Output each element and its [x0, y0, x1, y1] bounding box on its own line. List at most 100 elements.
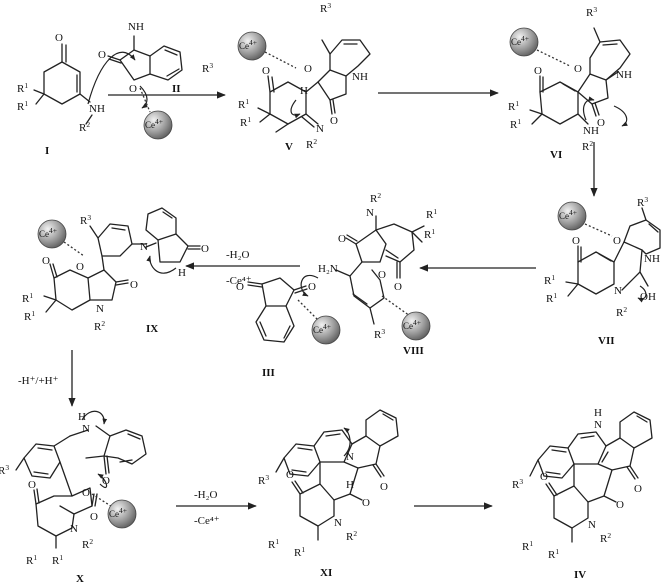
atom-R3: R3 [512, 477, 523, 491]
atom-R3: R3 [202, 61, 213, 75]
condition-minus-cerium: -Ce⁴⁺ [226, 275, 252, 287]
svg-text:Ce4+: Ce4+ [559, 208, 577, 221]
compound-IX [43, 207, 201, 313]
compound-VIII [300, 215, 425, 325]
atom-O: O [304, 63, 312, 75]
cerium-sphere: Ce4+ [311, 315, 341, 345]
compound-I [33, 43, 136, 125]
atom-H2N: H₂N [318, 263, 338, 275]
atom-R2: R2 [306, 137, 317, 151]
atom-R1: R1 [240, 115, 251, 129]
compound-label-XI: XI [320, 567, 332, 579]
svg-text:Ce4+: Ce4+ [39, 226, 57, 239]
atom-R1: R1 [508, 99, 519, 113]
compound-X [15, 410, 147, 549]
atom-R2: R2 [600, 531, 611, 545]
compound-label-VIII: VIII [403, 345, 424, 357]
atom-H: H [594, 407, 602, 419]
atom-NH: NH [583, 125, 599, 137]
compound-label-II: II [172, 83, 181, 95]
atom-OH: OH [640, 291, 656, 303]
svg-text:Ce4+: Ce4+ [403, 318, 421, 331]
atom-R2: R2 [79, 120, 90, 134]
cerium-sphere: Ce4+ [107, 499, 137, 529]
cerium-sphere: Ce4+ [401, 311, 431, 341]
atom-R3: R3 [258, 473, 269, 487]
atom-R3: R3 [374, 327, 385, 341]
compound-label-VII: VII [598, 335, 615, 347]
cerium-sphere: Ce4+ [37, 219, 67, 249]
atom-NH: NH [352, 71, 368, 83]
atom-R3: R3 [586, 5, 597, 19]
atom-N: N [334, 517, 342, 529]
atom-O: O [394, 281, 402, 293]
compound-XI [275, 409, 399, 541]
atom-NH: NH [644, 253, 660, 265]
cerium-sphere: Ce4+ [557, 201, 587, 231]
atom-O: O [42, 255, 50, 267]
atom-N: N [96, 303, 104, 315]
cerium-sphere: Ce4+ [237, 31, 267, 61]
atom-R1: R1 [294, 545, 305, 559]
atom-R1: R1 [24, 309, 35, 323]
atom-R1: R1 [268, 537, 279, 551]
atom-O: O [90, 511, 98, 523]
atom-O: O [338, 233, 346, 245]
atom-R1: R1 [522, 539, 533, 553]
atom-O: O [286, 469, 294, 481]
compound-label-IX: IX [146, 323, 158, 335]
atom-R2: R2 [582, 139, 593, 153]
atom-R2: R2 [370, 191, 381, 205]
atom-O: O [634, 483, 642, 495]
atom-NH: NH [89, 103, 105, 115]
compound-III [247, 277, 321, 343]
atom-O: O [82, 487, 90, 499]
atom-O: O [129, 83, 137, 95]
condition-proton-transfer: -H⁺/+H⁺ [18, 375, 59, 387]
atom-O: O [574, 63, 582, 75]
atom-N: N [316, 123, 324, 135]
atom-O: O [76, 261, 84, 273]
compound-label-VI: VI [550, 149, 562, 161]
atom-NH: NH [616, 69, 632, 81]
atom-N: N [346, 451, 354, 463]
atom-O: O [540, 471, 548, 483]
compound-label-IV: IV [574, 569, 586, 581]
atom-O: O [378, 269, 386, 281]
cerium-sphere: Ce4+ [509, 27, 539, 57]
atom-R1: R1 [424, 227, 435, 241]
atom-N: N [594, 419, 602, 431]
atom-O: O [130, 279, 138, 291]
atom-R1: R1 [17, 99, 28, 113]
atom-R3: R3 [0, 463, 9, 477]
compound-IV [529, 411, 653, 543]
condition-minus-water: -H₂O [194, 489, 217, 501]
atom-O: O [236, 281, 244, 293]
atom-O: O [55, 32, 63, 44]
atom-N: N [588, 519, 596, 531]
svg-text:Ce4+: Ce4+ [239, 38, 257, 51]
atom-O: O [262, 65, 270, 77]
compound-VI [529, 27, 631, 127]
atom-R1: R1 [426, 207, 437, 221]
atom-R1: R1 [548, 547, 559, 561]
compound-II [107, 35, 183, 113]
condition-minus-cerium: -Ce⁴⁺ [194, 515, 220, 527]
atom-R2: R2 [616, 305, 627, 319]
atom-O: O [534, 65, 542, 77]
atom-O: O [613, 235, 621, 247]
atom-R1: R1 [52, 553, 63, 567]
svg-text:Ce4+: Ce4+ [313, 322, 331, 335]
atom-H: H [300, 85, 308, 97]
atom-N: N [82, 423, 90, 435]
atom-N: N [70, 523, 78, 535]
compound-VII [565, 207, 661, 303]
atom-O: O [330, 115, 338, 127]
atom-R3: R3 [80, 213, 91, 227]
atom-O: O [98, 49, 106, 61]
atom-R1: R1 [26, 553, 37, 567]
atom-H: H [346, 479, 354, 491]
atom-N: N [140, 241, 148, 253]
atom-R2: R2 [94, 319, 105, 333]
